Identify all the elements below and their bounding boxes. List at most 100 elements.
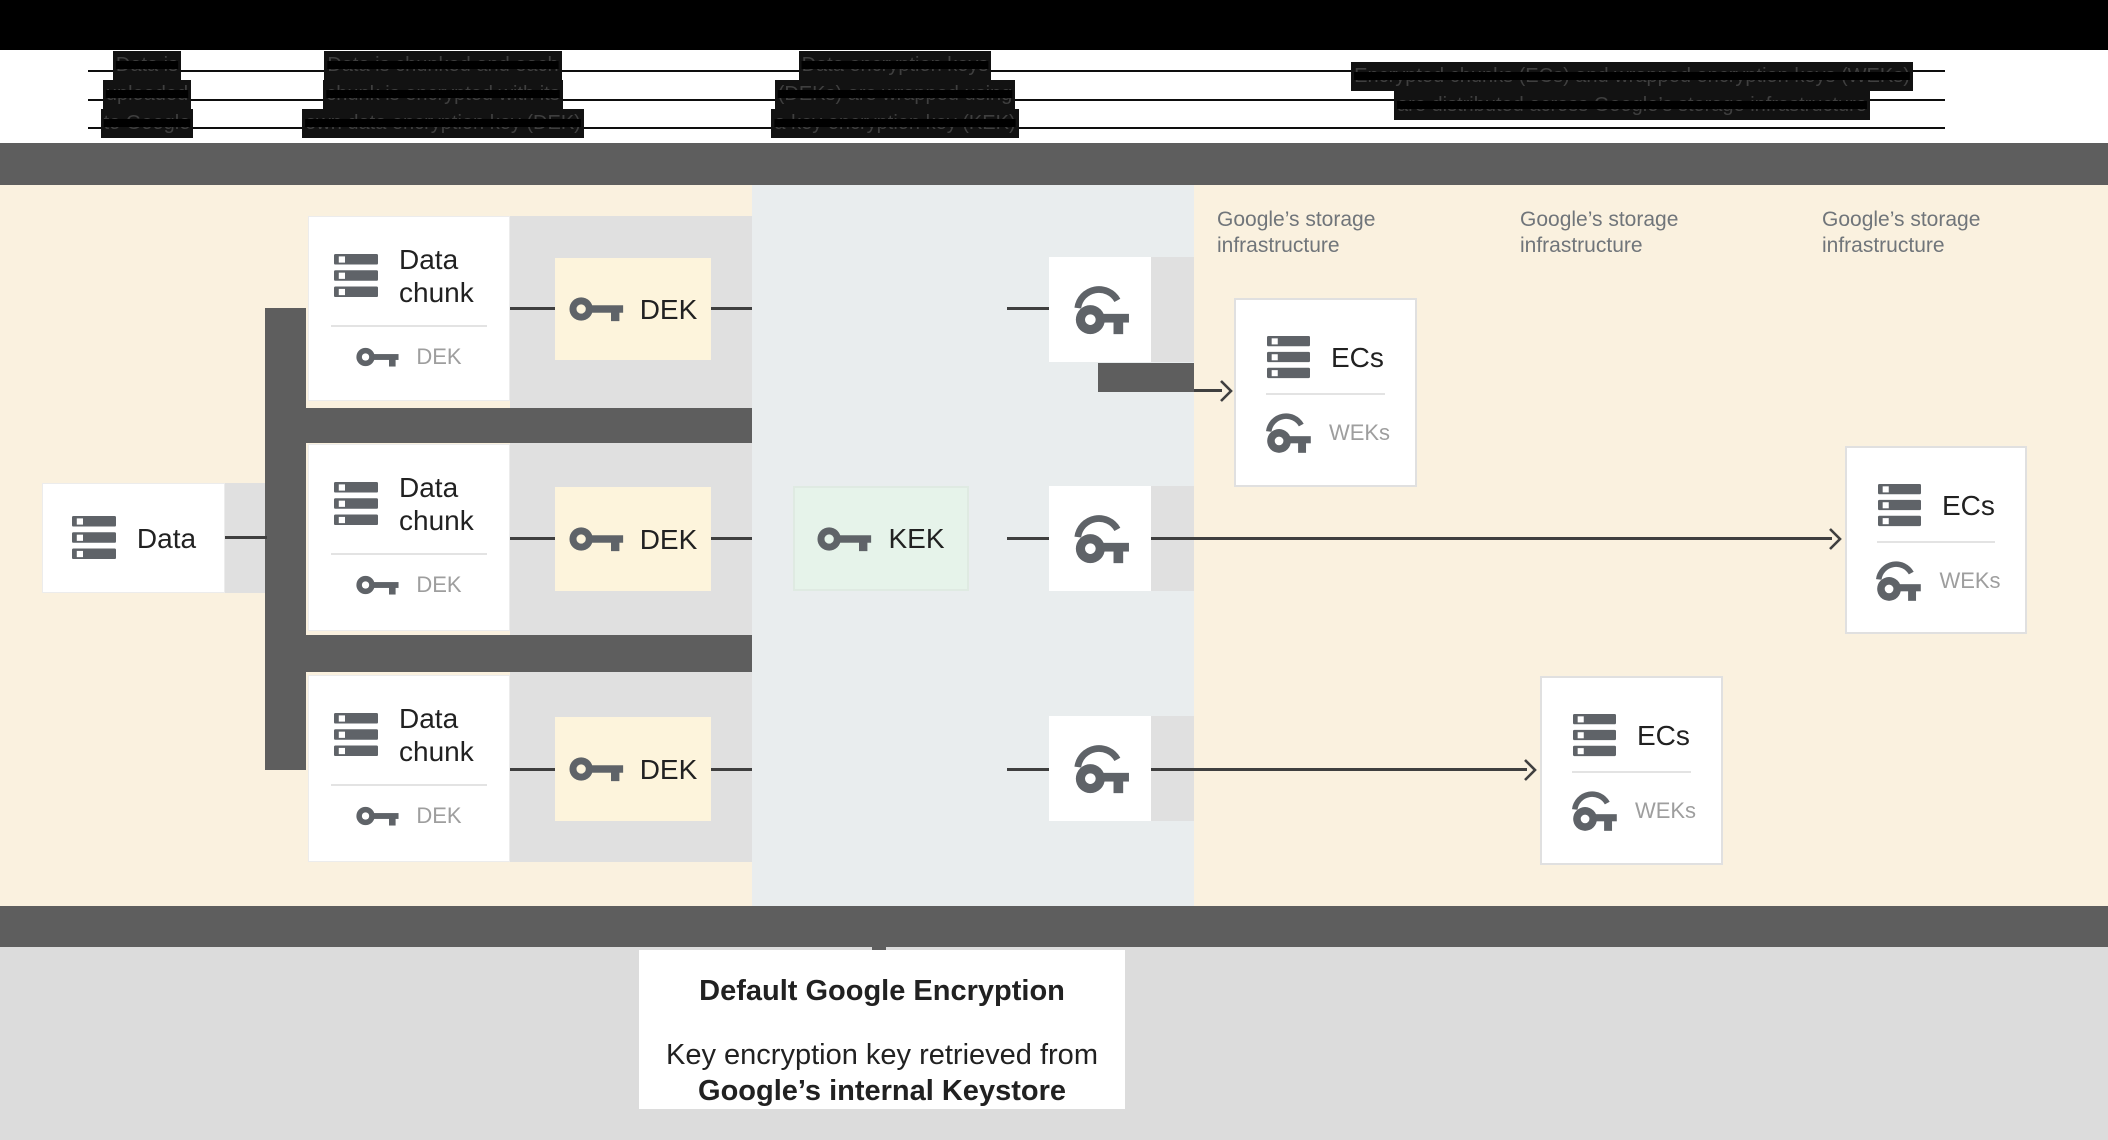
caption-step-2: Data is chunked and each chunk is encryp… <box>290 51 596 138</box>
storage-label-line1: Google’s storage <box>1822 208 1981 231</box>
wrapped-key-icon <box>1261 410 1313 456</box>
dek3-column-line <box>711 768 752 771</box>
arrow3-line <box>1151 768 1527 771</box>
key-icon <box>569 295 625 323</box>
caption-line: a key encryption key (KEK) <box>771 109 1019 138</box>
storage-label-line2: infrastructure <box>1520 234 1643 257</box>
ecs-label: ECs <box>1637 720 1690 751</box>
key-icon <box>569 525 625 553</box>
weks-label: WEKs <box>1634 798 1697 823</box>
wrapped-key-icon <box>1069 282 1131 338</box>
chunk-title-line2: chunk <box>399 736 474 767</box>
data-stack-icon <box>1877 484 1922 527</box>
caption-line: Data is chunked and each <box>324 51 562 80</box>
key-icon <box>356 346 400 368</box>
arrow3-head-icon <box>1523 758 1537 782</box>
chunk-title-line1: Data <box>399 472 459 503</box>
ecs-node-2: ECs WEKs <box>1845 446 2027 634</box>
dek-node-1: DEK <box>555 258 711 360</box>
dek-node-3: DEK <box>555 717 711 821</box>
legend-line2: Google’s internal Keystore <box>698 1075 1066 1107</box>
kek-node: KEK <box>793 486 969 591</box>
top-black-bar <box>0 0 2108 50</box>
wrapped-key-icon <box>1069 511 1131 567</box>
weks-label: WEKs <box>1328 420 1391 445</box>
caption-line: Encrypted chunks (ECs) and wrapped encry… <box>1351 62 1913 91</box>
dek-label: DEK <box>639 753 698 785</box>
chunk-dek-label: DEK <box>416 344 462 369</box>
arrow2-head-icon <box>1828 527 1842 551</box>
caption-line: chunk is encrypted with its <box>323 80 563 109</box>
chunk-dek-label: DEK <box>416 572 462 597</box>
chunk-tree-horizontal-bar-2 <box>265 635 752 672</box>
chunk-title-line2: chunk <box>399 277 474 308</box>
data-connector-line <box>225 536 267 539</box>
ecs-node-3: ECs WEKs <box>1540 676 1723 865</box>
chunk-divider <box>331 553 487 555</box>
caption-line: uploaded <box>102 80 192 109</box>
caption-line: Data is <box>112 51 182 80</box>
chunk-title-line1: Data <box>399 703 459 734</box>
key-icon <box>356 574 400 596</box>
redacted-caption-strip: Data is uploaded to Google Data is chunk… <box>0 50 2108 143</box>
column-keybox3-line <box>1007 768 1049 771</box>
caption-line: to Google <box>100 109 194 138</box>
chunk-tree-vertical-bar <box>265 308 306 770</box>
dek2-column-line <box>711 537 752 540</box>
kek-label: KEK <box>888 523 945 554</box>
dek1-column-line <box>711 307 752 310</box>
caption-line: Data encryption keys <box>798 51 992 80</box>
key-icon <box>817 525 873 553</box>
storage-label-line1: Google’s storage <box>1217 208 1376 231</box>
storage-label-line2: infrastructure <box>1822 234 1945 257</box>
data-node: Data <box>42 483 225 593</box>
keybox1-band <box>1151 257 1194 362</box>
chunk-divider <box>331 784 487 786</box>
chunk2-dek2-line <box>510 537 556 540</box>
wrapped-key-node-2 <box>1049 486 1151 591</box>
wrapped-key-icon <box>1069 741 1131 797</box>
caption-step-4: Encrypted chunks (ECs) and wrapped encry… <box>1316 62 1948 120</box>
caption-line: are distributed across Google’s storage … <box>1394 91 1870 120</box>
arrow1-line <box>1194 389 1222 392</box>
caption-line: own data encryption key (DEK) <box>302 109 584 138</box>
data-stack-icon <box>71 516 117 560</box>
storage-label-2: Google’s storage infrastructure <box>1520 207 1678 259</box>
chunk-title-line2: chunk <box>399 505 474 536</box>
ecs-node-1: ECs WEKs <box>1234 298 1417 487</box>
storage-label-line1: Google’s storage <box>1520 208 1679 231</box>
legend-title: Default Google Encryption <box>699 975 1065 1007</box>
caption-step-3: Data encryption keys (DEKs) are wrapped … <box>760 51 1030 138</box>
data-stack-icon <box>333 254 379 298</box>
ecs-label: ECs <box>1942 490 1995 521</box>
dek-label: DEK <box>639 523 698 555</box>
chunk1-dek1-line <box>510 307 556 310</box>
dek-label: DEK <box>639 293 698 325</box>
chunk-tree-horizontal-bar-1 <box>265 408 752 443</box>
chunk-divider <box>331 325 487 327</box>
strikethrough-rule <box>88 70 1945 72</box>
wrapped-key-node-3 <box>1049 716 1151 821</box>
ecs-divider <box>1266 393 1385 395</box>
data-stack-icon <box>1572 714 1617 757</box>
legend-card: Default Google Encryption Key encryption… <box>639 950 1125 1109</box>
ecs-divider <box>1877 541 1995 543</box>
storage-label-1: Google’s storage infrastructure <box>1217 207 1375 259</box>
kek-keybox2-line <box>1007 537 1049 540</box>
chunk3-dek3-line <box>510 768 556 771</box>
ecs-divider <box>1572 771 1691 773</box>
caption-step-1: Data is uploaded to Google <box>84 51 210 138</box>
top-gray-separator <box>0 143 2108 185</box>
ecs-label: ECs <box>1331 342 1384 373</box>
chunk-title-line1: Data <box>399 244 459 275</box>
storage-label-line2: infrastructure <box>1217 234 1340 257</box>
strikethrough-rule <box>88 99 1945 101</box>
dek-node-2: DEK <box>555 487 711 591</box>
column-keybox1-line <box>1007 307 1049 310</box>
wrapped-key-node-1 <box>1049 257 1151 362</box>
